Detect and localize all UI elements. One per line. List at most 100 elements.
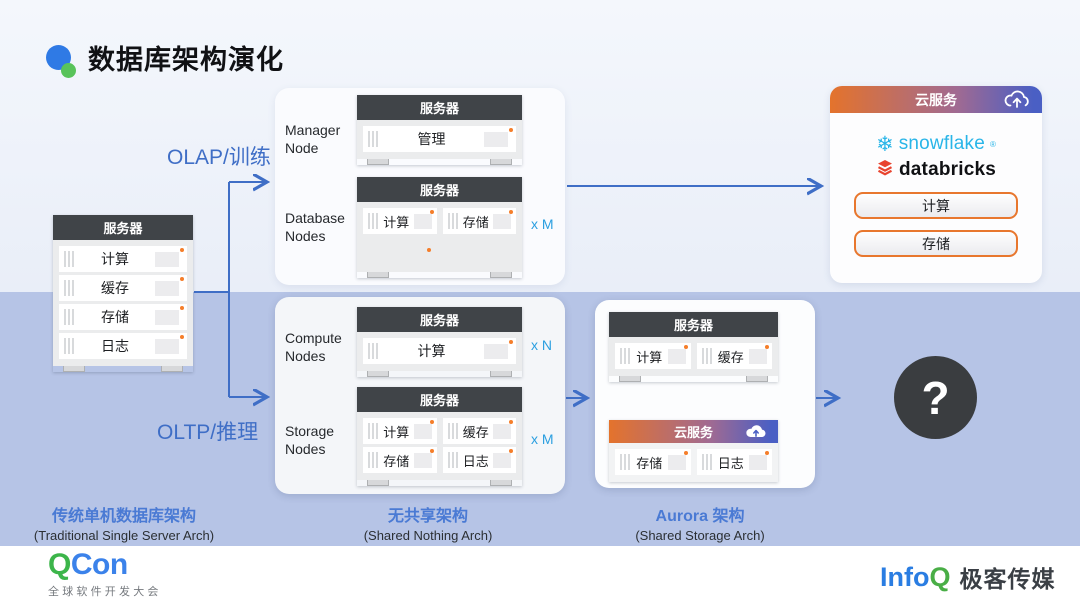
cloud-cell-log: 日志 bbox=[696, 449, 772, 475]
drive-slot bbox=[493, 423, 511, 439]
shared-nothing-oltp-panel: Compute Nodes 服务器 计算 x N Storage Nodes 服… bbox=[275, 297, 565, 494]
infoq-media-label: 极客传媒 bbox=[959, 566, 1056, 592]
drive-slot bbox=[413, 213, 432, 229]
brand-dot-green-icon bbox=[61, 63, 76, 78]
drive-stripes-icon bbox=[64, 309, 75, 325]
snowflake-icon: ❄ bbox=[876, 132, 894, 156]
manager-node-label: Manager Node bbox=[285, 122, 341, 156]
drive-stripes-icon bbox=[447, 452, 459, 468]
server-row-cache: 缓存 bbox=[59, 275, 187, 301]
storage-button[interactable]: 存储 bbox=[854, 230, 1018, 257]
led-dot-icon bbox=[509, 210, 513, 214]
led-dot-icon bbox=[427, 248, 431, 252]
drive-slot bbox=[413, 452, 432, 468]
caption-shared-nothing: 无共享架构 (Shared Nothing Arch) bbox=[363, 508, 493, 543]
drive-slot bbox=[667, 454, 686, 470]
drive-slot bbox=[484, 343, 508, 359]
drive-slot bbox=[155, 338, 179, 354]
compute-button[interactable]: 计算 bbox=[854, 192, 1018, 219]
cloud-services-panel: 云服务 ❄ snowflake ® bbox=[830, 86, 1042, 283]
led-dot-icon bbox=[765, 345, 769, 349]
snowflake-logo: ❄ snowflake ® bbox=[876, 132, 996, 156]
server-feet bbox=[357, 480, 522, 486]
server-cell-compute: 计算 bbox=[615, 343, 691, 369]
qcon-logo: QCon 全球软件开发大会 bbox=[48, 548, 162, 599]
drive-stripes-icon bbox=[620, 454, 631, 470]
compute-server: 服务器 计算 bbox=[357, 307, 522, 377]
led-dot-icon bbox=[683, 345, 688, 349]
cloud-upload-outline-icon bbox=[1002, 89, 1032, 113]
led-dot-icon bbox=[509, 449, 513, 453]
cloud-service-label: 云服务 bbox=[673, 425, 713, 440]
single-server: 服务器 计算 缓存 存储 日志 bbox=[53, 215, 193, 372]
caption-traditional: 传统单机数据库架构 (Traditional Single Server Arc… bbox=[33, 508, 215, 543]
server-feet bbox=[609, 376, 778, 382]
server-cell-cache: 缓存 bbox=[442, 418, 516, 444]
server-cell-cache: 缓存 bbox=[696, 343, 772, 369]
drive-stripes-icon bbox=[701, 348, 713, 364]
databricks-logo: databricks bbox=[876, 159, 996, 181]
server-row-compute: 计算 bbox=[59, 246, 187, 272]
aurora-panel: 服务器 计算 缓存 bbox=[595, 300, 815, 488]
shared-nothing-olap-panel: Manager Node 服务器 管理 Database Nodes 服务器 bbox=[275, 88, 565, 285]
server-row-log: 日志 bbox=[59, 333, 187, 359]
drive-stripes-icon bbox=[701, 454, 713, 470]
storage-nodes-label: Storage Nodes bbox=[285, 423, 335, 457]
databricks-icon bbox=[876, 159, 894, 181]
led-dot-icon bbox=[429, 449, 434, 453]
drive-slot bbox=[484, 131, 508, 147]
led-dot-icon bbox=[509, 420, 513, 424]
led-dot-icon bbox=[180, 335, 184, 339]
oltp-flow-label: OLTP/推理 bbox=[157, 421, 259, 444]
caption-aurora: Aurora 架构 (Shared Storage Arch) bbox=[635, 508, 765, 543]
drive-slot bbox=[155, 251, 179, 267]
server-row-manage: 管理 bbox=[363, 126, 516, 152]
storage-multiplier-label: x M bbox=[531, 431, 554, 447]
database-nodes-label: Database Nodes bbox=[285, 210, 345, 244]
cloud-service-label: 云服务 bbox=[915, 91, 957, 108]
page-title: 数据库架构演化 bbox=[88, 45, 284, 75]
led-dot-icon bbox=[683, 451, 688, 455]
server-row-storage: 存储 bbox=[59, 304, 187, 330]
database-multiplier-label: x M bbox=[531, 216, 554, 232]
led-dot-icon bbox=[765, 451, 769, 455]
olap-flow-label: OLAP/训练 bbox=[167, 146, 271, 169]
aurora-server: 服务器 计算 缓存 bbox=[609, 312, 778, 382]
led-dot-icon bbox=[429, 420, 434, 424]
drive-stripes-icon bbox=[447, 213, 459, 229]
server-feet bbox=[53, 366, 193, 372]
drive-stripes-icon bbox=[368, 131, 379, 147]
drive-slot bbox=[493, 213, 511, 229]
led-dot-icon bbox=[509, 340, 513, 344]
qcon-subtitle: 全球软件开发大会 bbox=[48, 586, 162, 598]
led-dot-icon bbox=[180, 306, 184, 310]
drive-stripes-icon bbox=[368, 423, 379, 439]
drive-stripes-icon bbox=[64, 280, 75, 296]
compute-nodes-label: Compute Nodes bbox=[285, 330, 342, 364]
drive-slot bbox=[155, 280, 179, 296]
server-cell-compute: 计算 bbox=[363, 208, 437, 234]
drive-stripes-icon bbox=[368, 452, 379, 468]
footer-band bbox=[0, 546, 1080, 603]
drive-stripes-icon bbox=[64, 338, 75, 354]
drive-slot bbox=[749, 454, 767, 470]
drive-slot bbox=[493, 452, 511, 468]
led-dot-icon bbox=[509, 128, 513, 132]
drive-slot bbox=[155, 309, 179, 325]
cloud-upload-filled-icon bbox=[744, 423, 768, 443]
server-feet bbox=[357, 272, 522, 278]
server-header: 服务器 bbox=[53, 215, 193, 240]
server-feet bbox=[357, 159, 522, 165]
manager-server: 服务器 管理 bbox=[357, 95, 522, 165]
drive-stripes-icon bbox=[447, 423, 459, 439]
question-mark-icon: ? bbox=[921, 371, 950, 424]
drive-slot bbox=[667, 348, 686, 364]
database-server: 服务器 计算 存储 bbox=[357, 177, 522, 278]
compute-multiplier-label: x N bbox=[531, 337, 552, 353]
server-cell-log: 日志 bbox=[442, 447, 516, 473]
cloud-cell-storage: 存储 bbox=[615, 449, 691, 475]
server-cell-compute: 计算 bbox=[363, 418, 437, 444]
storage-server: 服务器 计算 缓存 bbox=[357, 387, 522, 486]
drive-slot bbox=[749, 348, 767, 364]
